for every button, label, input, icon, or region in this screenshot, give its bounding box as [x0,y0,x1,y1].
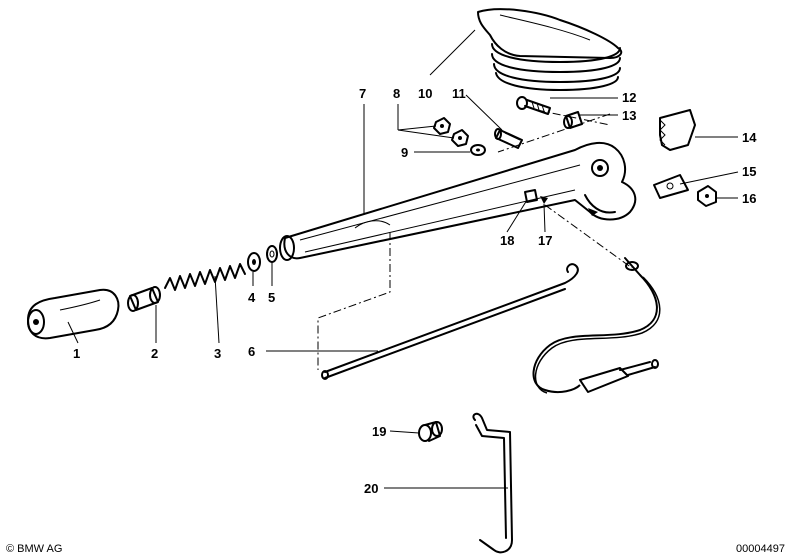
part-10-boot[interactable] [477,8,623,91]
part-20-hook-rod[interactable] [472,412,513,554]
callout-18: 18 [500,233,514,248]
callout-12: 12 [622,90,636,105]
part-7-lever[interactable] [279,142,637,261]
callout-8: 8 [393,86,400,101]
callout-19: 19 [372,424,386,439]
part-13-bushing[interactable] [563,111,583,129]
callout-5: 5 [268,290,275,305]
callout-10: 10 [418,86,432,101]
callout-6: 6 [248,344,255,359]
brake-cable[interactable] [532,257,661,394]
part-3-spring[interactable] [164,263,246,291]
callout-13: 13 [622,108,636,123]
callout-9: 9 [401,145,408,160]
callout-14: 14 [742,130,757,145]
callout-15: 15 [742,164,756,179]
part-9-washer[interactable] [470,144,486,156]
callout-20: 20 [364,481,378,496]
part-6-push-rod[interactable] [321,263,579,380]
part-19-grommet[interactable] [418,421,443,442]
callout-1: 1 [73,346,80,361]
part-12-bolt[interactable] [516,96,551,115]
callout-16: 16 [742,191,756,206]
part-15-pawl[interactable] [653,174,689,199]
callout-2: 2 [151,346,158,361]
part-8-nuts[interactable] [433,117,469,147]
part-17-pin[interactable] [540,196,548,204]
part-16-nut[interactable] [697,185,717,207]
callout-7: 7 [359,86,366,101]
part-18-clip[interactable] [524,189,538,203]
callout-4: 4 [248,290,256,305]
leader-lines [67,29,739,489]
part-5-washer[interactable] [266,245,278,263]
callout-3: 3 [214,346,221,361]
diagram-number: 00004497 [736,543,785,555]
part-1-grip[interactable] [27,288,120,340]
part-11-pin[interactable] [494,128,523,149]
callout-11: 11 [452,86,466,101]
callout-labels: 1 2 3 4 5 6 7 8 9 10 11 12 13 14 15 16 1… [73,86,757,496]
part-2-sleeve[interactable] [127,286,161,312]
part-14-ratchet[interactable] [659,109,696,151]
callout-17: 17 [538,233,552,248]
guide-lines [317,109,633,370]
part-4-washer[interactable] [247,252,261,272]
copyright-text: © BMW AG [6,543,62,555]
